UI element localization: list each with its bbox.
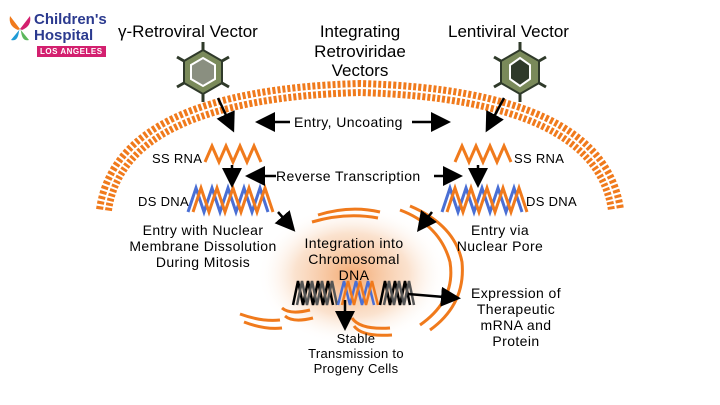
entry-mitosis-label: Entry with Nuclear Membrane Dissolution … [129, 222, 277, 271]
ss-rna-left [203, 142, 263, 166]
flow-arrows [216, 97, 506, 331]
ss-rna-right-label: SS RNA [514, 151, 565, 166]
butterfly-icon [9, 16, 31, 41]
childrens-hospital-logo: Children's Hospital LOS ANGELES [8, 8, 108, 64]
reverse-transcription-label: Reverse Transcription [276, 168, 421, 184]
entry-uncoating-label: Entry, Uncoating [294, 114, 403, 130]
integrating-title-text: Integrating Retroviridae Vectors [314, 22, 406, 81]
ds-dna-left [186, 183, 275, 217]
integration-label: Integration into Chromosomal DNA [304, 235, 404, 284]
chromosomal-dna [291, 280, 416, 306]
ss-rna-right [453, 142, 513, 166]
gamma-retroviral-title: γ-Retroviral Vector [118, 22, 258, 41]
stable-transmission-label: Stable Transmission to Progeny Cells [308, 331, 404, 376]
lentiviral-title: Lentiviral Vector [448, 22, 569, 41]
cell-membrane [96, 79, 624, 212]
expression-label: Expression of Therapeutic mRNA and Prote… [470, 285, 562, 350]
logo-line3: LOS ANGELES [37, 46, 106, 57]
ds-dna-right-label: DS DNA [526, 194, 577, 209]
logo-line1: Children's [34, 11, 107, 28]
ds-dna-right [440, 183, 529, 217]
lentivirus-particle [493, 42, 547, 102]
ds-dna-left-label: DS DNA [138, 194, 189, 209]
logo-line2: Hospital [34, 27, 94, 44]
gamma-retrovirus-particle [176, 42, 230, 102]
ss-rna-left-label: SS RNA [152, 151, 203, 166]
integrating-vectors-title: Integrating Retroviridae Vectors [300, 22, 420, 81]
entry-nuclear-pore-label: Entry via Nuclear Pore [456, 222, 544, 255]
